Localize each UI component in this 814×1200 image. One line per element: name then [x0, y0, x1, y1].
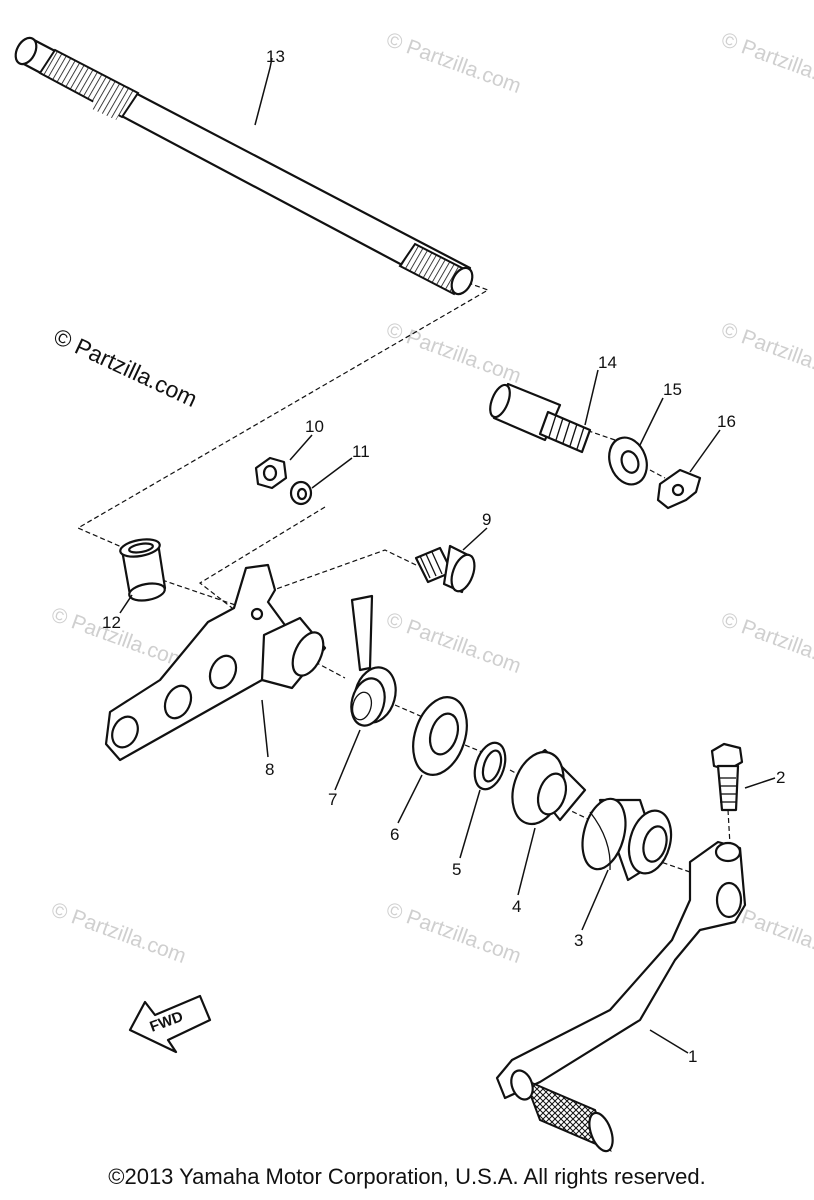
watermark-text: © Partzilla.com — [383, 28, 524, 98]
part-10-nut — [254, 456, 288, 490]
part-14-bolt — [489, 382, 592, 454]
part-16-plate — [656, 468, 702, 510]
assembly-lines — [76, 279, 731, 873]
part-5-circlip — [473, 741, 507, 791]
part-7-spring — [350, 594, 397, 727]
fwd-arrow: FWD — [128, 994, 212, 1054]
label-16: 16 — [717, 412, 736, 431]
watermark-grid: © Partzilla.com © Partzilla.com © Partzi… — [48, 28, 814, 968]
part-12-bushing — [119, 538, 167, 602]
part-1-kick-crank — [495, 840, 747, 1153]
label-1: 1 — [688, 1047, 697, 1066]
label-4: 4 — [512, 897, 521, 916]
label-6: 6 — [390, 825, 399, 844]
watermark-text: © Partzilla.com — [48, 898, 189, 968]
part-6-washer — [412, 696, 468, 776]
label-2: 2 — [776, 768, 785, 787]
part-4-oil-seal — [511, 748, 587, 826]
part-numbers: 13 14 15 16 10 11 9 12 8 7 6 5 4 3 2 1 — [102, 47, 785, 1066]
part-8-lever-plate — [104, 563, 327, 762]
label-7: 7 — [328, 790, 337, 809]
label-13: 13 — [266, 47, 285, 66]
partzilla-watermark: © Partzilla.com — [50, 323, 201, 412]
part-15-washer — [608, 436, 648, 486]
part-9-pin — [414, 544, 476, 594]
part-2-bolt — [710, 742, 744, 812]
watermark-text: © Partzilla.com — [383, 608, 524, 678]
copyright-notice: ©2013 Yamaha Motor Corporation, U.S.A. A… — [108, 1164, 706, 1189]
label-11: 11 — [352, 442, 370, 461]
label-3: 3 — [574, 931, 583, 950]
watermark-text: © Partzilla.com — [718, 608, 814, 678]
label-9: 9 — [482, 510, 491, 529]
label-14: 14 — [598, 353, 617, 372]
watermark-text: © Partzilla.com — [718, 28, 814, 98]
label-5: 5 — [452, 860, 461, 879]
label-10: 10 — [305, 417, 324, 436]
watermark-text: © Partzilla.com — [383, 898, 524, 968]
label-8: 8 — [265, 760, 274, 779]
part-13-kick-shaft — [14, 36, 474, 296]
watermark-text: © Partzilla.com — [718, 318, 814, 388]
label-15: 15 — [663, 380, 682, 399]
leader-lines — [119, 57, 776, 1054]
watermark-text: © Partzilla.com — [383, 318, 524, 388]
part-11-lock-washer — [289, 480, 313, 506]
label-12: 12 — [102, 613, 121, 632]
part-3-cover — [581, 797, 673, 882]
